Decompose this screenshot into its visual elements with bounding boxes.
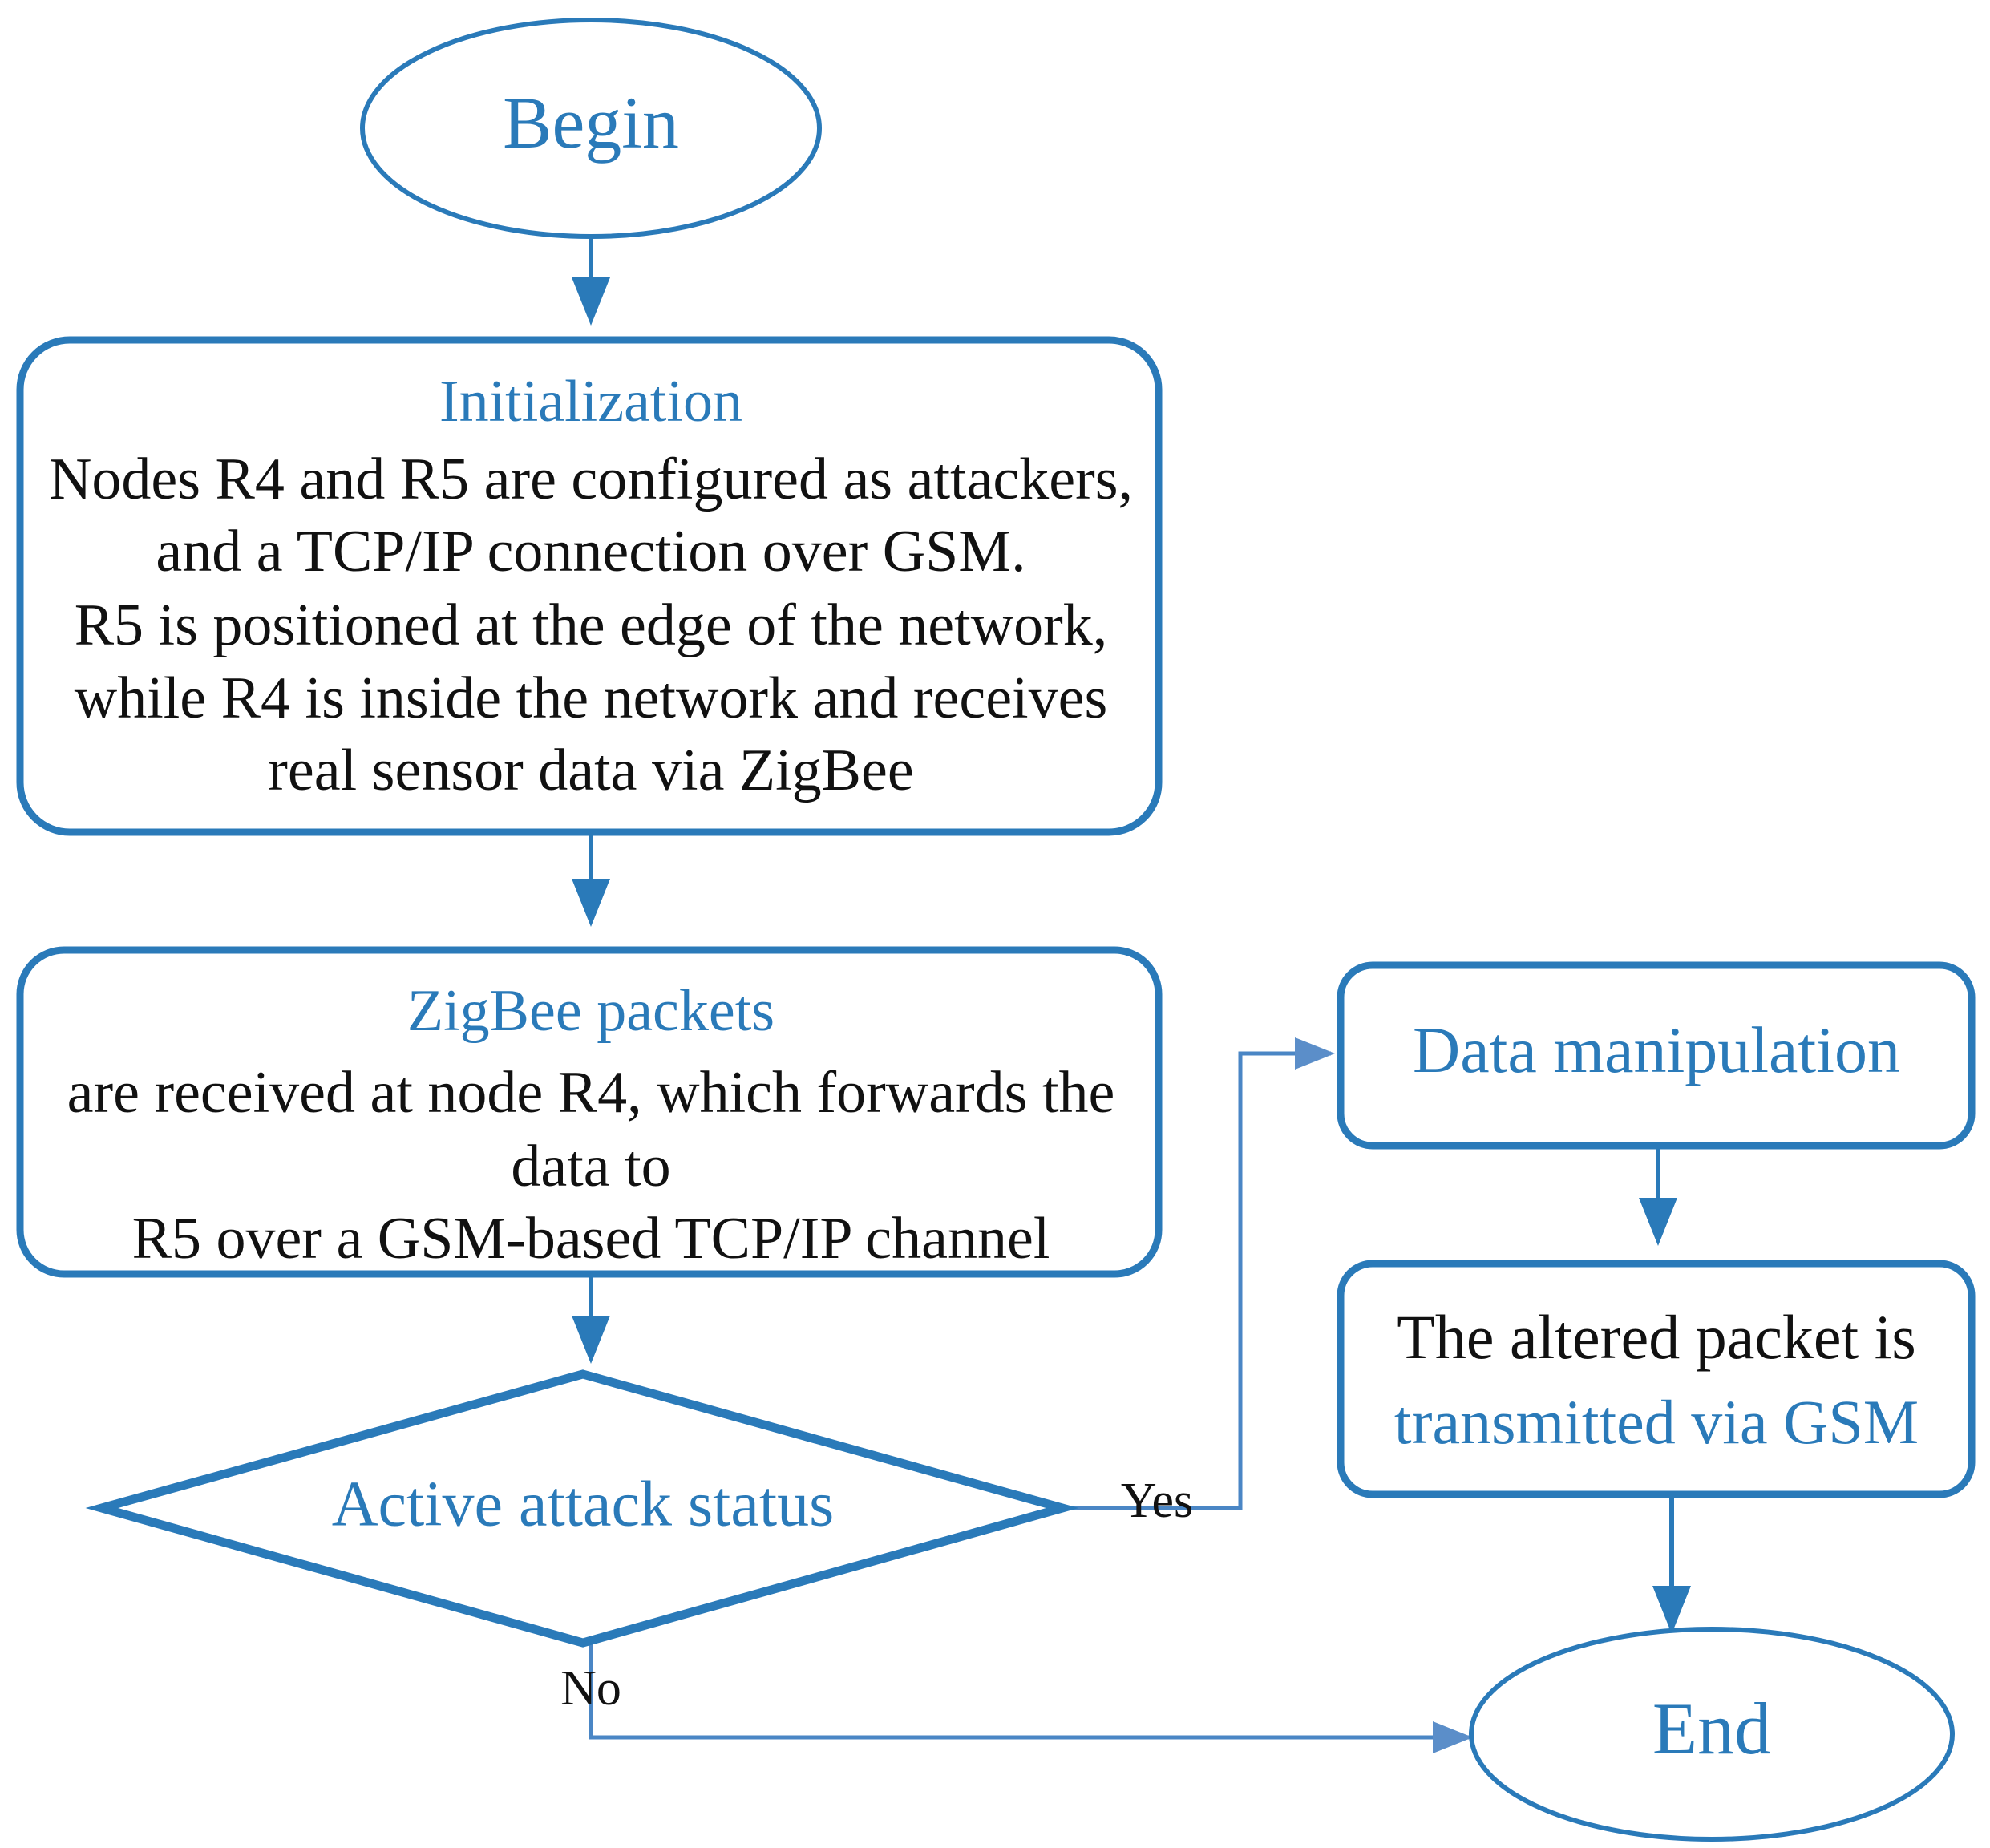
initialization-heading: Initialization: [439, 369, 742, 435]
decision-label: Active attack status: [332, 1469, 834, 1539]
node-begin-label: Begin: [503, 82, 679, 164]
altered-packet-line-1: The altered packet is: [1397, 1302, 1916, 1372]
zigbee-heading: ZigBee packets: [407, 978, 775, 1044]
node-end-label: End: [1652, 1688, 1771, 1769]
zigbee-line-1: are received at node R4, which forwards …: [67, 1060, 1115, 1126]
node-data-manipulation[interactable]: [1337, 961, 1976, 1150]
node-altered-packet[interactable]: [1337, 1260, 1976, 1498]
altered-packet-line-2: transmitted via GSM: [1394, 1387, 1919, 1457]
data-manipulation-label: Data manipulation: [1413, 1013, 1900, 1086]
initialization-line-5: real sensor data via ZigBee: [268, 738, 913, 803]
node-decision-active-attack-status[interactable]: [85, 1369, 1079, 1648]
zigbee-line-2: data to: [511, 1134, 670, 1199]
node-begin[interactable]: [360, 18, 822, 239]
connector-yes-to-data-manipulation: [1062, 1037, 1335, 1510]
node-end[interactable]: [1469, 1627, 1955, 1842]
initialization-line-3: R5 is positioned at the edge of the netw…: [75, 592, 1108, 658]
initialization-line-2: and a TCP/IP connection over GSM.: [156, 519, 1025, 584]
initialization-line-4: while R4 is inside the network and recei…: [75, 665, 1108, 731]
initialization-line-1: Nodes R4 and R5 are configured as attack…: [49, 447, 1133, 512]
edge-label-yes: Yes: [1121, 1474, 1193, 1528]
node-zigbee-packets[interactable]: [16, 946, 1163, 1278]
zigbee-line-3: R5 over a GSM-based TCP/IP channel: [132, 1206, 1050, 1272]
edge-label-no: No: [560, 1661, 621, 1716]
node-initialization[interactable]: [16, 336, 1163, 836]
connector-no-to-end: [589, 1643, 1473, 1753]
